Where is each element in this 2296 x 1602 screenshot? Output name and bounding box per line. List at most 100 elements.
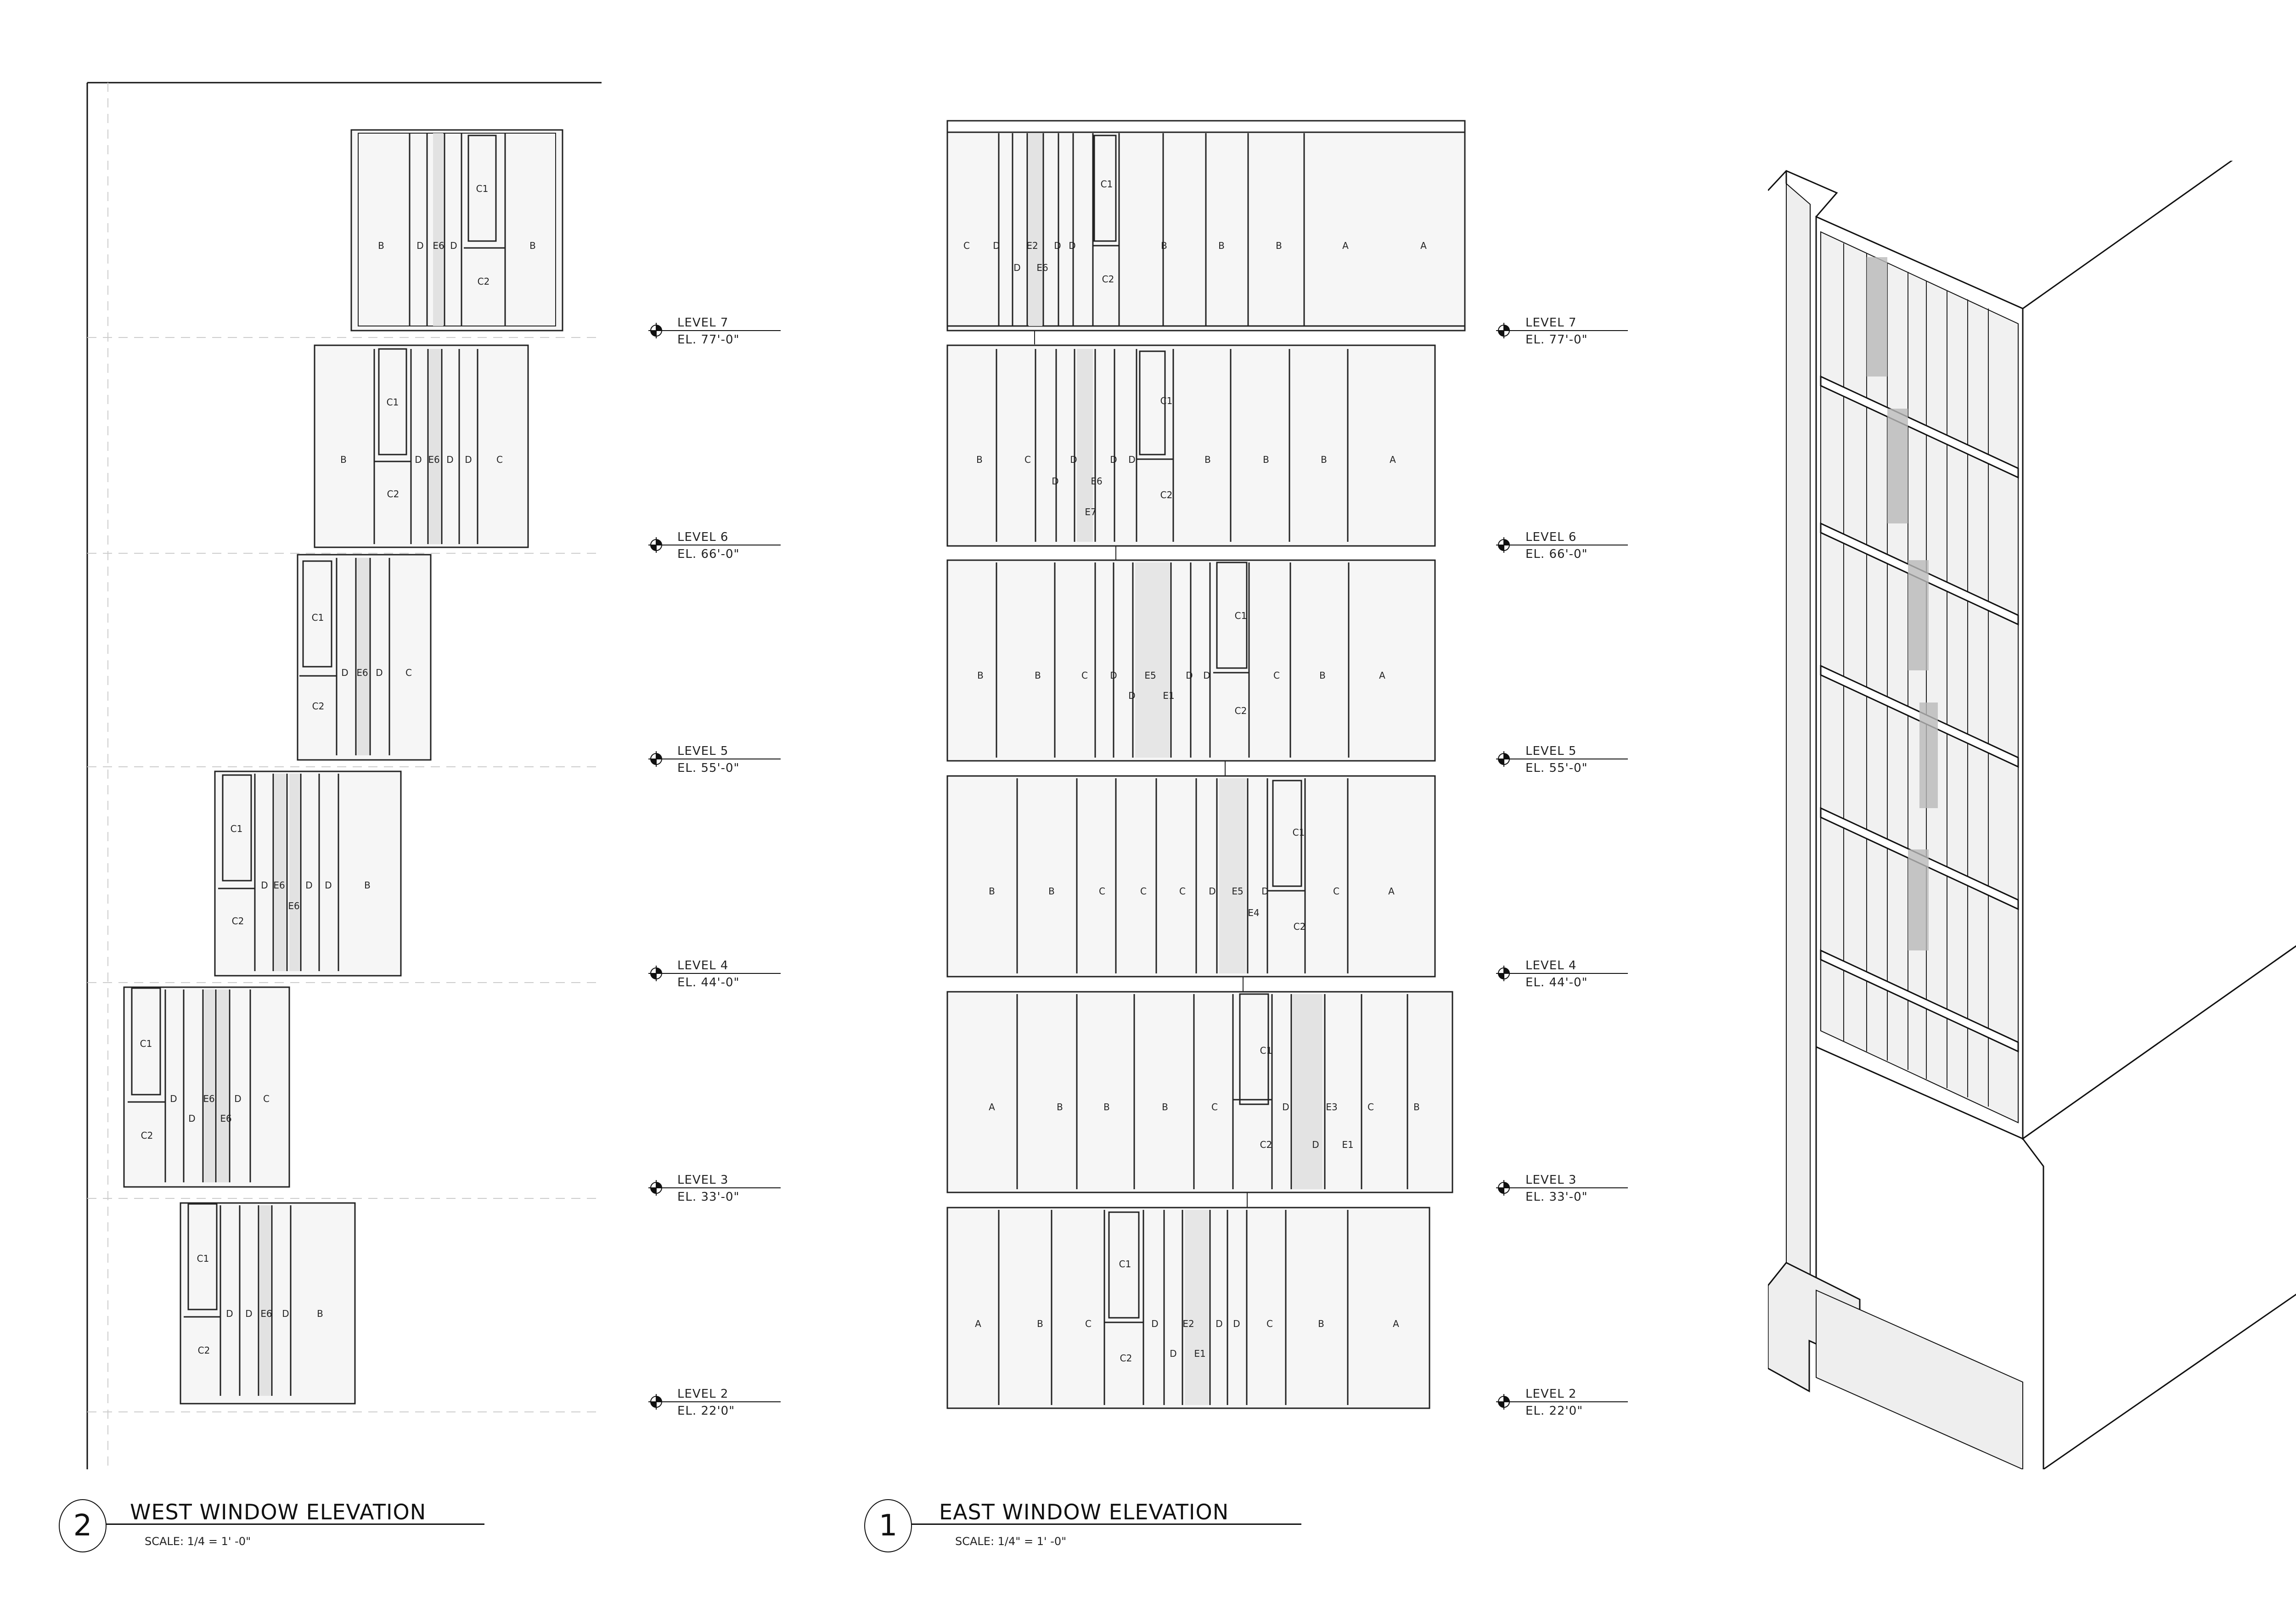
svg-text:D: D	[1128, 690, 1135, 701]
svg-text:D: D	[450, 240, 457, 251]
svg-text:D: D	[282, 1308, 289, 1319]
svg-text:C: C	[963, 240, 970, 251]
svg-text:E6: E6	[273, 880, 285, 891]
level-name: LEVEL 4	[1525, 959, 1577, 972]
svg-text:A: A	[975, 1318, 981, 1329]
svg-text:D: D	[446, 454, 453, 465]
svg-text:C1: C1	[140, 1038, 152, 1049]
svg-text:B: B	[378, 240, 384, 251]
svg-text:B: B	[1103, 1102, 1110, 1113]
svg-text:B: B	[1204, 454, 1211, 465]
svg-text:C2: C2	[1260, 1139, 1272, 1150]
svg-text:E1: E1	[1194, 1348, 1205, 1359]
svg-text:D: D	[1261, 886, 1268, 897]
svg-text:E3: E3	[1326, 1102, 1337, 1113]
svg-text:A: A	[1393, 1318, 1399, 1329]
axonometric-view	[1768, 161, 2296, 1469]
svg-text:E6: E6	[260, 1308, 272, 1319]
svg-text:C: C	[405, 667, 412, 678]
svg-text:E6: E6	[288, 900, 299, 911]
svg-text:D: D	[416, 240, 423, 251]
svg-text:B: B	[1276, 240, 1282, 251]
svg-text:C1: C1	[1260, 1045, 1272, 1056]
svg-text:D: D	[1312, 1139, 1319, 1150]
svg-text:E6: E6	[1091, 476, 1102, 487]
svg-text:A: A	[1379, 670, 1385, 681]
svg-text:B: B	[1319, 670, 1326, 681]
svg-text:D: D	[234, 1093, 241, 1104]
svg-text:C2: C2	[198, 1345, 210, 1356]
svg-text:C: C	[1099, 886, 1105, 897]
level-name: LEVEL 7	[677, 316, 729, 330]
level-name: LEVEL 7	[1525, 316, 1577, 330]
svg-text:C2: C2	[478, 276, 490, 287]
east-bay-level-6	[946, 344, 1436, 560]
level-name: LEVEL 2	[677, 1387, 729, 1401]
svg-text:C1: C1	[1293, 827, 1305, 838]
svg-text:C1: C1	[1101, 179, 1113, 190]
svg-text:C2: C2	[1294, 921, 1306, 932]
svg-text:D: D	[226, 1308, 233, 1319]
level-elevation: EL. 22'0"	[677, 1404, 735, 1418]
svg-text:E6: E6	[203, 1093, 214, 1104]
level-elevation: EL. 55'-0"	[1525, 761, 1588, 775]
svg-text:D: D	[188, 1113, 195, 1124]
svg-text:A: A	[1420, 240, 1427, 251]
svg-text:D: D	[1186, 670, 1193, 681]
svg-text:D: D	[1209, 886, 1216, 897]
svg-text:D: D	[341, 667, 348, 678]
level-elevation: EL. 77'-0"	[677, 333, 740, 347]
svg-text:B: B	[989, 886, 995, 897]
svg-text:A: A	[1390, 454, 1396, 465]
datum-marker-icon	[648, 537, 664, 553]
level-name: LEVEL 6	[1525, 530, 1577, 544]
east-bay-level-3	[946, 991, 1453, 1208]
svg-text:C1: C1	[312, 612, 324, 623]
svg-text:B: B	[1057, 1102, 1063, 1113]
svg-text:B: B	[1413, 1102, 1420, 1113]
svg-text:B: B	[1037, 1318, 1043, 1329]
svg-text:E7: E7	[1085, 506, 1096, 517]
svg-text:C1: C1	[197, 1253, 209, 1264]
svg-text:B: B	[1162, 1102, 1168, 1113]
svg-text:C: C	[1081, 670, 1088, 681]
svg-text:C: C	[496, 454, 503, 465]
level-name: LEVEL 2	[1525, 1387, 1577, 1401]
svg-text:D: D	[1233, 1318, 1240, 1329]
west-bay-level-2	[180, 1202, 356, 1405]
svg-text:E6: E6	[1036, 262, 1048, 273]
svg-text:C: C	[1211, 1102, 1218, 1113]
svg-text:C: C	[1179, 886, 1186, 897]
level-elevation: EL. 66'-0"	[1525, 547, 1588, 561]
view-scale: SCALE: 1/4" = 1' -0"	[955, 1535, 1067, 1548]
svg-text:E1: E1	[1342, 1139, 1353, 1150]
svg-text:C: C	[1085, 1318, 1092, 1329]
svg-text:E2: E2	[1182, 1318, 1194, 1329]
svg-text:C1: C1	[231, 823, 243, 834]
svg-text:B: B	[1161, 240, 1167, 251]
west-bay-level-7	[350, 129, 563, 332]
svg-text:C: C	[1367, 1102, 1374, 1113]
level-name: LEVEL 6	[677, 530, 729, 544]
svg-text:D: D	[993, 240, 1000, 251]
level-elevation: EL. 55'-0"	[677, 761, 740, 775]
svg-text:E6: E6	[220, 1113, 231, 1124]
svg-text:C: C	[1273, 670, 1280, 681]
svg-text:C1: C1	[387, 397, 399, 408]
view-number-bubble: 2	[59, 1499, 107, 1552]
level-elevation: EL. 44'-0"	[1525, 976, 1588, 989]
level-name: LEVEL 5	[677, 744, 729, 758]
svg-text:D: D	[305, 880, 312, 891]
svg-text:B: B	[1318, 1318, 1324, 1329]
svg-text:C: C	[1266, 1318, 1273, 1329]
level-elevation: EL. 77'-0"	[1525, 333, 1588, 347]
level-name: LEVEL 3	[1525, 1173, 1577, 1187]
svg-text:D: D	[415, 454, 422, 465]
svg-text:C2: C2	[141, 1130, 153, 1141]
east-bay-level-5	[946, 559, 1436, 776]
svg-text:D: D	[261, 880, 268, 891]
svg-text:D: D	[325, 880, 332, 891]
